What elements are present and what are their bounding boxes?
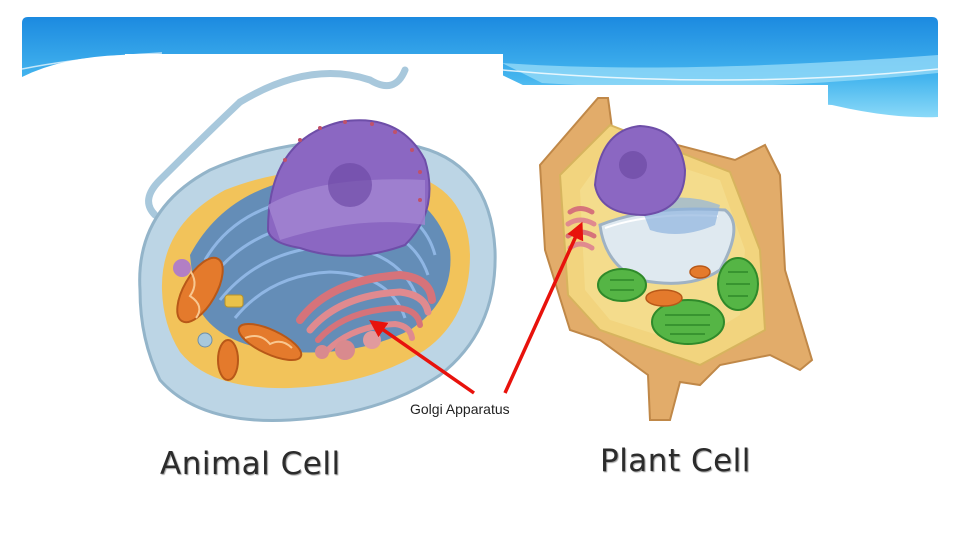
chloroplasts <box>597 257 759 345</box>
golgi-apparatus-label: Golgi Apparatus <box>410 401 510 417</box>
plant-cell-caption: Plant Cell <box>600 443 751 479</box>
animal-cell-caption: Animal Cell <box>160 446 341 482</box>
golgi-arrow-plant <box>503 221 584 394</box>
golgi-arrow-animal <box>369 320 475 395</box>
animal-cell-illustration <box>138 66 497 422</box>
mitochondria-animal <box>176 256 303 381</box>
plant-cell-illustration <box>538 97 814 421</box>
golgi-apparatus-animal <box>296 270 436 360</box>
header-banner <box>22 17 938 127</box>
